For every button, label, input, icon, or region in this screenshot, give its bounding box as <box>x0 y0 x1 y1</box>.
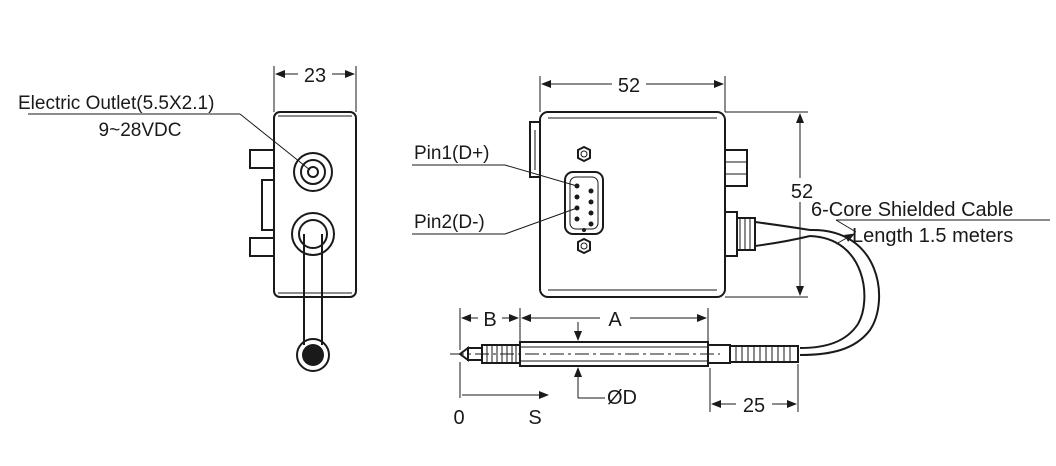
side-mount-clip-bottom <box>249 237 275 257</box>
front-power-stub <box>724 149 748 187</box>
power-socket-icon <box>293 152 333 192</box>
probe-strain-relief <box>729 345 799 363</box>
front-width-dimension: 52 <box>618 75 640 97</box>
side-cable-gland-icon <box>291 212 335 256</box>
tail-length-dimension: 25 <box>743 395 765 417</box>
displacement-probe: B A ØD 25 0 S <box>450 308 799 429</box>
cable-length-label: Length 1.5 meters <box>852 225 1013 247</box>
side-view: 23 Electric Outlet(5.5X2.1) 9~28VDC <box>18 65 357 372</box>
side-width-dimension: 23 <box>304 65 326 87</box>
outlet-voltage-label: 9~28VDC <box>99 120 182 141</box>
stroke-label: S <box>528 407 541 429</box>
front-mount-clip <box>529 121 541 178</box>
probe-a-dimension: A <box>608 309 622 331</box>
pin1-label: Pin1(D+) <box>414 143 490 164</box>
cable-end-icon <box>296 338 330 372</box>
front-view-body <box>539 111 726 298</box>
side-view-body <box>273 111 357 298</box>
side-connector-stub <box>261 179 275 231</box>
front-cable-gland-icon <box>724 211 811 257</box>
cable-title-label: 6-Core Shielded Cable <box>811 199 1013 221</box>
pin2-label: Pin2(D-) <box>414 212 485 233</box>
origin-label: 0 <box>453 407 464 429</box>
outlet-title-label: Electric Outlet(5.5X2.1) <box>18 93 214 114</box>
front-view: 52 52 Pin1(D+) Pin2(D-) <box>412 75 813 298</box>
probe-diameter-dimension: ØD <box>607 387 637 409</box>
front-height-dimension: 52 <box>791 181 813 203</box>
db9-connector-icon <box>564 145 604 255</box>
shielded-cable: 6-Core Shielded Cable Length 1.5 meters <box>799 199 1050 356</box>
side-mount-clip-top <box>249 149 275 169</box>
probe-b-dimension: B <box>483 309 496 331</box>
